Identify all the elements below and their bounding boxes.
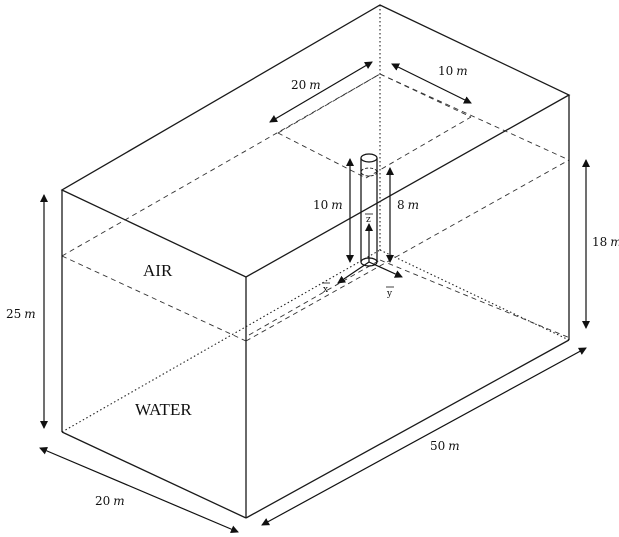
- tank-length-arrow: [261, 347, 587, 526]
- hidden-edges: [61, 5, 570, 433]
- local-axes: z x y: [322, 213, 403, 299]
- water-depth-label: 18m: [592, 235, 619, 249]
- patch-width-arrow: [391, 63, 472, 104]
- air-label: AIR: [143, 261, 173, 280]
- tank-width-arrow: [39, 447, 239, 533]
- y-axis-label: y: [386, 289, 393, 299]
- x-axis-label: x: [323, 285, 328, 295]
- waterline-plane: [61, 73, 570, 342]
- patch-length-arrow: [269, 61, 373, 123]
- dimension-lines: [39, 61, 590, 533]
- water-label: WATER: [135, 400, 192, 419]
- y-axis-arrow: [368, 261, 403, 278]
- x-axis-arrow: [337, 261, 370, 284]
- cylinder: [360, 153, 378, 267]
- z-axis-label: z: [366, 215, 371, 225]
